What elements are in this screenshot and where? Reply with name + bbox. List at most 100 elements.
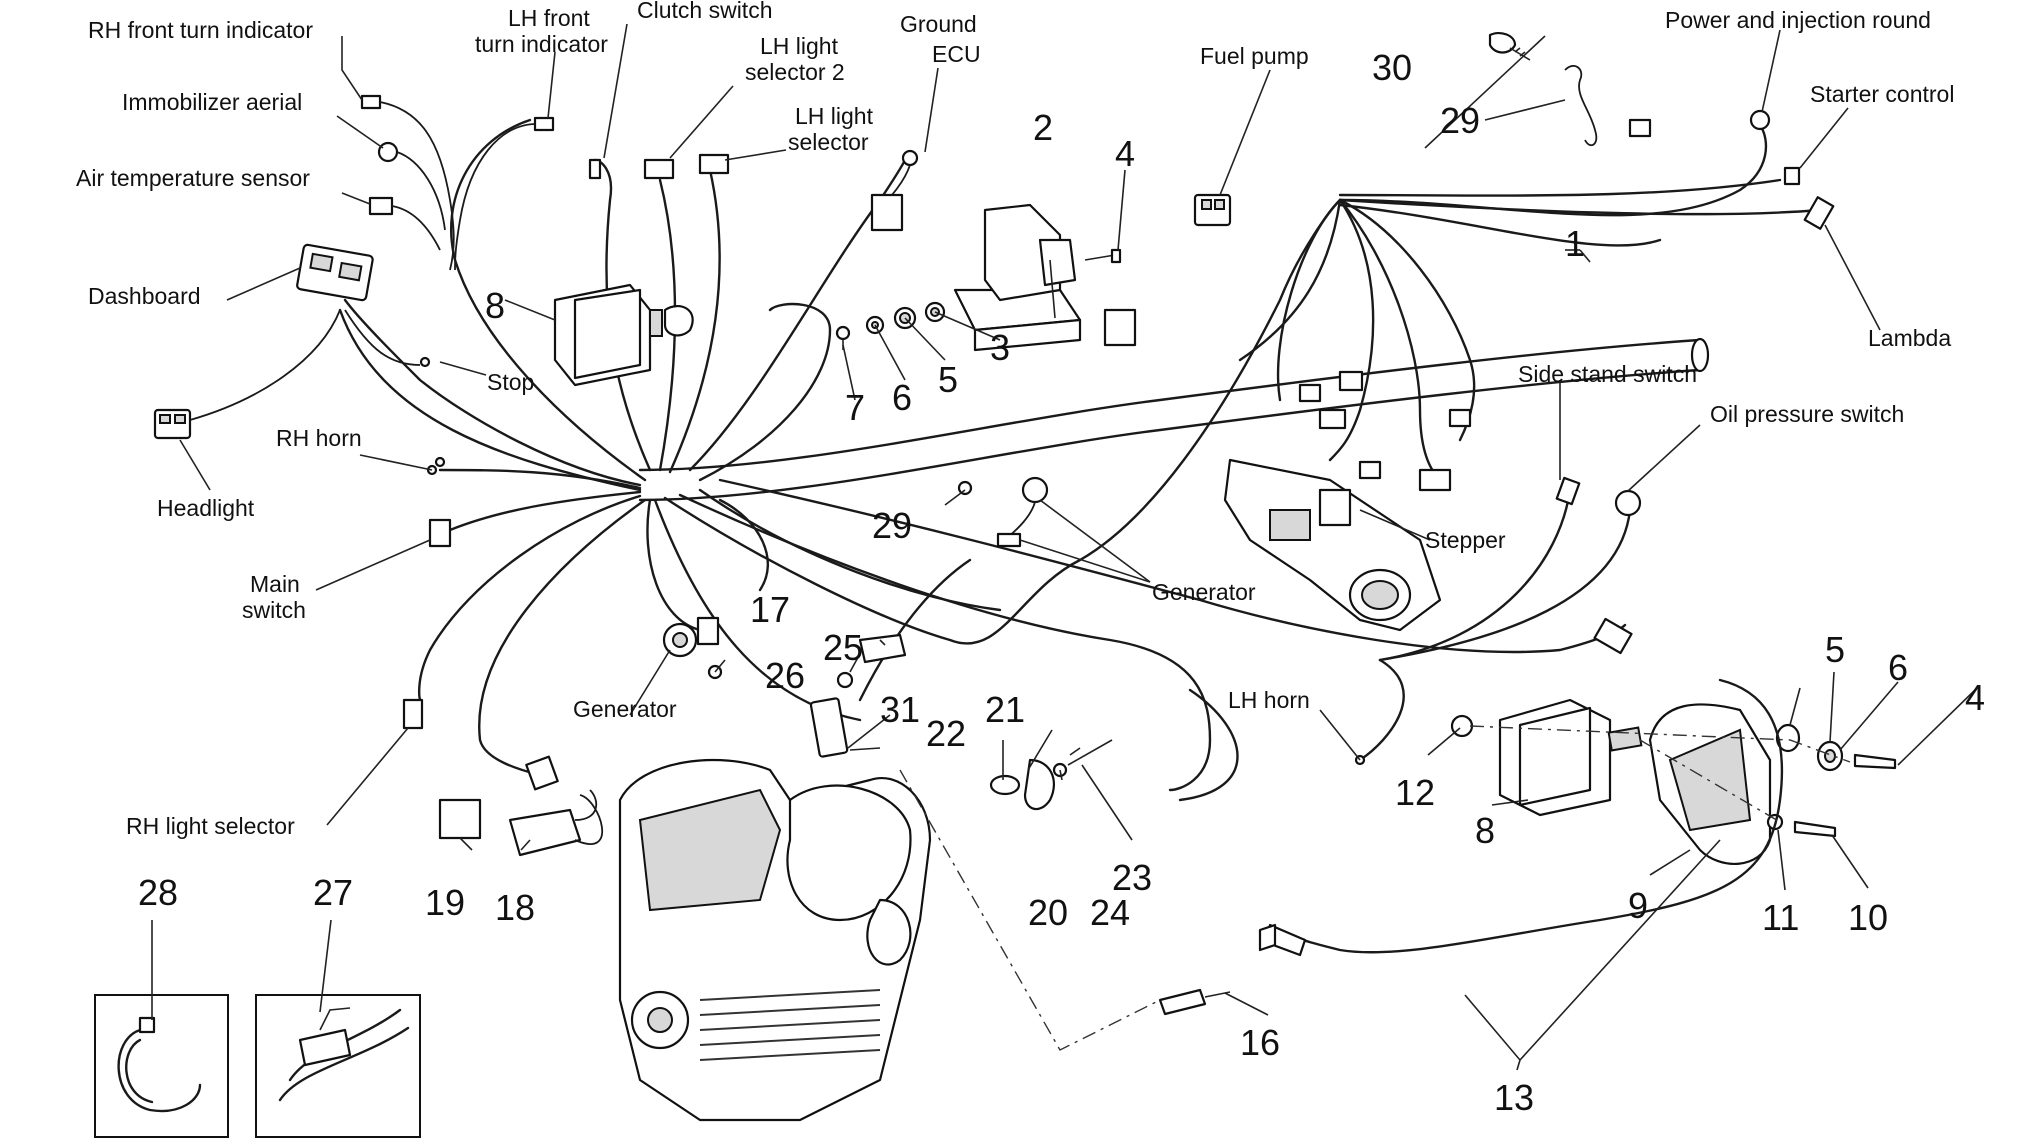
injection-connectors <box>1298 109 1835 492</box>
callout-18: 18 <box>495 887 535 928</box>
callout-1: 1 <box>1565 223 1585 264</box>
callout-27: 27 <box>313 872 353 913</box>
lambda-connector <box>1803 196 1835 230</box>
label-rh-front-turn-indicator: RH front turn indicator <box>88 17 313 43</box>
label-ground-ecu-2: ECU <box>932 41 981 67</box>
callout-26: 26 <box>765 655 805 696</box>
callout-8-upper: 8 <box>485 285 505 326</box>
ground-ecu-connector <box>870 193 904 232</box>
ignition-dash-line <box>899 769 1161 1051</box>
label-lh-horn: LH horn <box>1228 687 1310 713</box>
coil-dash-line <box>1469 725 1851 763</box>
callout-7: 7 <box>845 387 865 428</box>
label-rh-light-selector: RH light selector <box>126 813 295 839</box>
sensor-25-26-31 <box>809 633 907 758</box>
callout-13: 13 <box>1494 1077 1534 1118</box>
callout-12: 12 <box>1395 772 1435 813</box>
label-lh-light-selector-1: LH light <box>795 103 874 129</box>
label-oil-pressure-switch: Oil pressure switch <box>1710 401 1904 427</box>
power-injection-ring <box>1628 118 1652 138</box>
side-stand-terminal <box>1555 476 1581 506</box>
part-28-clamp-box <box>94 994 229 1138</box>
callout-21: 21 <box>985 689 1025 730</box>
label-ground-ecu-1: Ground <box>900 11 977 37</box>
oil-pressure-terminal <box>1614 489 1642 517</box>
callout-6-upper: 6 <box>892 377 912 418</box>
part-18 <box>508 755 603 857</box>
label-rh-horn: RH horn <box>276 425 362 451</box>
label-lh-light-selector2-2: selector 2 <box>745 59 845 85</box>
callout-8-lower: 8 <box>1475 810 1495 851</box>
callout-2: 2 <box>1033 107 1053 148</box>
callout-5-lower: 5 <box>1825 629 1845 670</box>
right-hardware <box>1766 723 1897 838</box>
immobilizer-aerial-part <box>377 141 399 163</box>
part-9-plate <box>1648 703 1772 865</box>
label-main-switch-1: Main <box>250 571 300 597</box>
callout-9: 9 <box>1628 885 1648 926</box>
part-8-upper <box>553 283 694 387</box>
ground-ecu-terminal <box>901 149 919 167</box>
part-19 <box>438 798 482 840</box>
label-side-stand-switch: Side stand switch <box>1518 361 1697 387</box>
callout-24: 24 <box>1090 892 1130 933</box>
generator-lower-part <box>662 616 723 680</box>
text-labels: RH front turn indicator LH front turn in… <box>76 0 1985 1118</box>
callout-3: 3 <box>990 327 1010 368</box>
callout-17: 17 <box>750 589 790 630</box>
air-temp-sensor-part <box>368 196 394 216</box>
dashboard-connector <box>296 243 374 302</box>
callout-5-upper: 5 <box>938 359 958 400</box>
callout-28: 28 <box>138 872 178 913</box>
callout-4-upper: 4 <box>1115 133 1135 174</box>
callout-20: 20 <box>1028 892 1068 933</box>
label-immobilizer-aerial: Immobilizer aerial <box>122 89 302 115</box>
callout-31: 31 <box>880 689 920 730</box>
callout-29-lower: 29 <box>872 505 912 546</box>
clutch-switch-part <box>588 158 602 180</box>
label-dashboard: Dashboard <box>88 283 201 309</box>
starter-control-terminal <box>1783 166 1801 186</box>
engine <box>618 758 932 1122</box>
label-generator-upper: Generator <box>1152 579 1256 605</box>
label-stepper: Stepper <box>1425 527 1506 553</box>
left-connectors <box>153 94 919 730</box>
part-4-screw-upper <box>1084 248 1122 264</box>
callout-30: 30 <box>1372 47 1412 88</box>
main-harness <box>338 118 1822 802</box>
callout-25: 25 <box>823 627 863 668</box>
leader-lines <box>151 23 1976 1071</box>
lh-light-selector2-connector <box>643 158 675 180</box>
callout-6-lower: 6 <box>1888 647 1908 688</box>
lh-front-turn-plug <box>533 116 555 132</box>
part-2-relay <box>953 203 1082 352</box>
label-starter-control: Starter control <box>1810 81 1954 107</box>
callout-29-upper: 29 <box>1440 100 1480 141</box>
part-20-24-bracket <box>989 747 1081 811</box>
label-power-injection-round: Power and injection round <box>1665 7 1931 33</box>
connector-right-of-2 <box>1103 308 1137 347</box>
label-air-temperature-sensor: Air temperature sensor <box>76 165 310 191</box>
label-lambda: Lambda <box>1868 325 1951 351</box>
callout-22: 22 <box>926 713 966 754</box>
throttle-body <box>1223 458 1442 632</box>
label-lh-light-selector-2: selector <box>788 129 869 155</box>
rh-front-turn-plug <box>360 94 382 110</box>
part-27-strap-box <box>255 994 421 1138</box>
rh-light-selector-connector <box>402 698 424 730</box>
fuel-pump-connector <box>1193 193 1232 227</box>
lh-light-selector-connector <box>698 153 730 175</box>
label-stop: Stop <box>487 369 534 395</box>
callout-11: 11 <box>1762 897 1799 938</box>
callout-4-lower: 4 <box>1965 677 1985 718</box>
part-13-16-ht-leads <box>1158 678 1784 1016</box>
label-lh-front-turn-indicator-1: LH front <box>508 5 590 31</box>
label-fuel-pump: Fuel pump <box>1200 43 1309 69</box>
label-clutch-switch: Clutch switch <box>637 0 772 23</box>
label-lh-light-selector2-1: LH light <box>760 33 839 59</box>
callout-23: 23 <box>1112 857 1152 898</box>
label-lh-front-turn-indicator-2: turn indicator <box>475 31 608 57</box>
callout-16: 16 <box>1240 1022 1280 1063</box>
generator-upper-part <box>957 476 1049 548</box>
main-switch-connector <box>428 518 452 548</box>
